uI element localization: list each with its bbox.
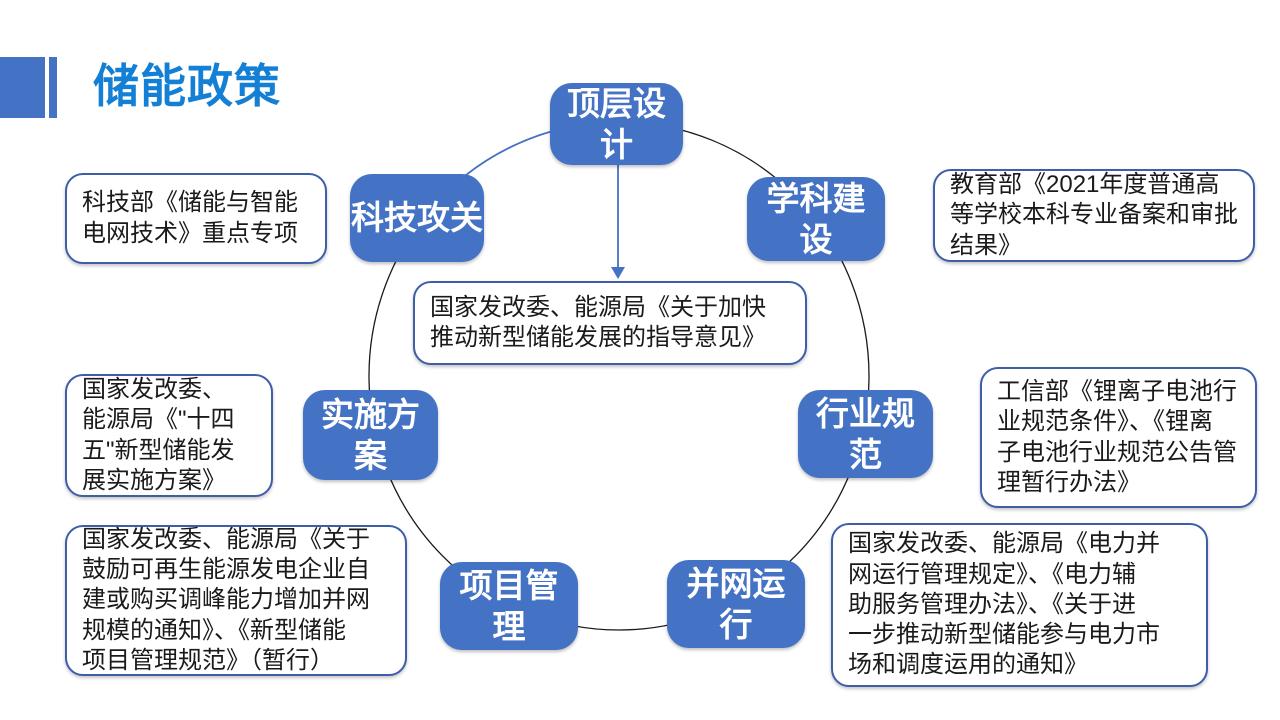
slide-title: 储能政策	[93, 60, 281, 112]
node-industry-standards: 行业规 范	[798, 390, 933, 478]
node-discipline-building: 学科建 设	[747, 177, 885, 261]
callout-battery-regulations: 工信部《锂离子电池行 业规范条件》、《锂离 子电池行业规范公告管 理暂行办法》	[980, 367, 1257, 508]
title-decoration-square	[0, 57, 45, 118]
callout-education-approval: 教育部《2021年度普通高 等学校本科专业备案和审批 结果》	[933, 169, 1255, 262]
callout-project-regulations: 国家发改委、能源局《关于 鼓励可再生能源发电企业自 建或购买调峰能力增加并网 规…	[65, 525, 407, 676]
node-implementation-plan: 实施方 案	[303, 390, 438, 480]
callout-guiding-opinions: 国家发改委、能源局《关于加快 推动新型储能发展的指导意见》	[413, 281, 807, 365]
arrow-to-center-head	[611, 267, 625, 279]
callout-grid-regulations: 国家发改委、能源局《电力并 网运行管理规定》、《电力辅 助服务管理办法》、《关于…	[831, 523, 1208, 687]
node-top-level-design: 顶层设 计	[550, 83, 683, 165]
node-tech-research: 科技攻关	[350, 174, 484, 262]
node-project-management: 项目管 理	[440, 562, 578, 650]
node-grid-operation: 并网运 行	[667, 560, 805, 648]
title-decoration-bar	[49, 57, 57, 118]
callout-tech-special-program: 科技部《储能与智能 电网技术》重点专项	[65, 173, 327, 264]
callout-14th-five-year-plan: 国家发改委、 能源局《"十四 五"新型储能发 展实施方案》	[65, 374, 273, 497]
